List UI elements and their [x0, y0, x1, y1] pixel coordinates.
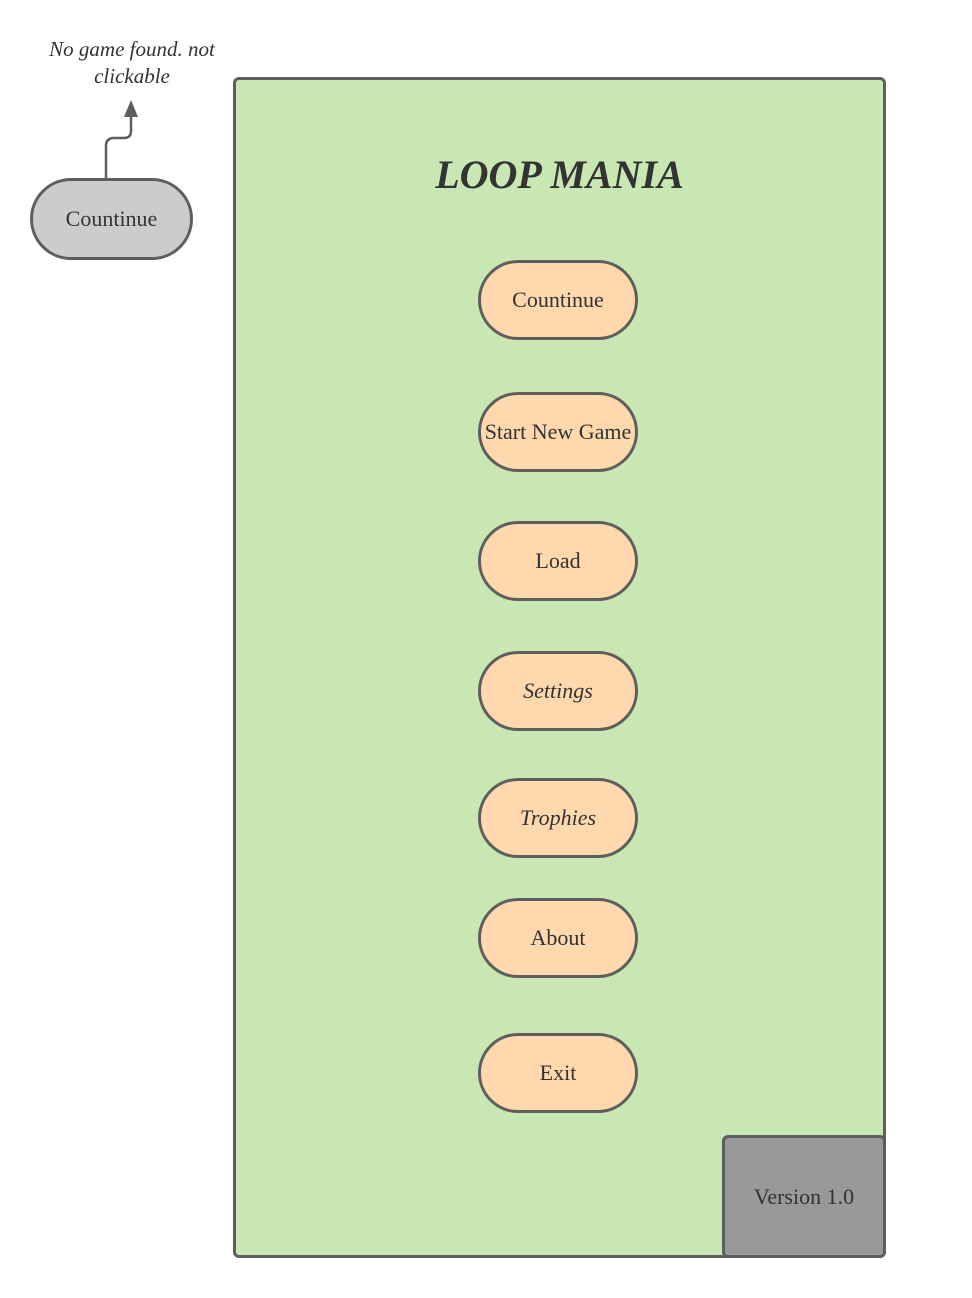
continue-button[interactable]: Countinue — [478, 260, 638, 340]
about-button[interactable]: About — [478, 898, 638, 978]
settings-button[interactable]: Settings — [478, 651, 638, 731]
continue-button-disabled: Countinue — [30, 178, 193, 260]
exit-button[interactable]: Exit — [478, 1033, 638, 1113]
version-label: Version 1.0 — [722, 1135, 886, 1258]
annotation-note: No game found. not clickable — [49, 37, 215, 88]
load-button[interactable]: Load — [478, 521, 638, 601]
game-title: LOOP MANIA — [435, 152, 684, 197]
start-new-game-button[interactable]: Start New Game — [478, 392, 638, 472]
trophies-button[interactable]: Trophies — [478, 778, 638, 858]
